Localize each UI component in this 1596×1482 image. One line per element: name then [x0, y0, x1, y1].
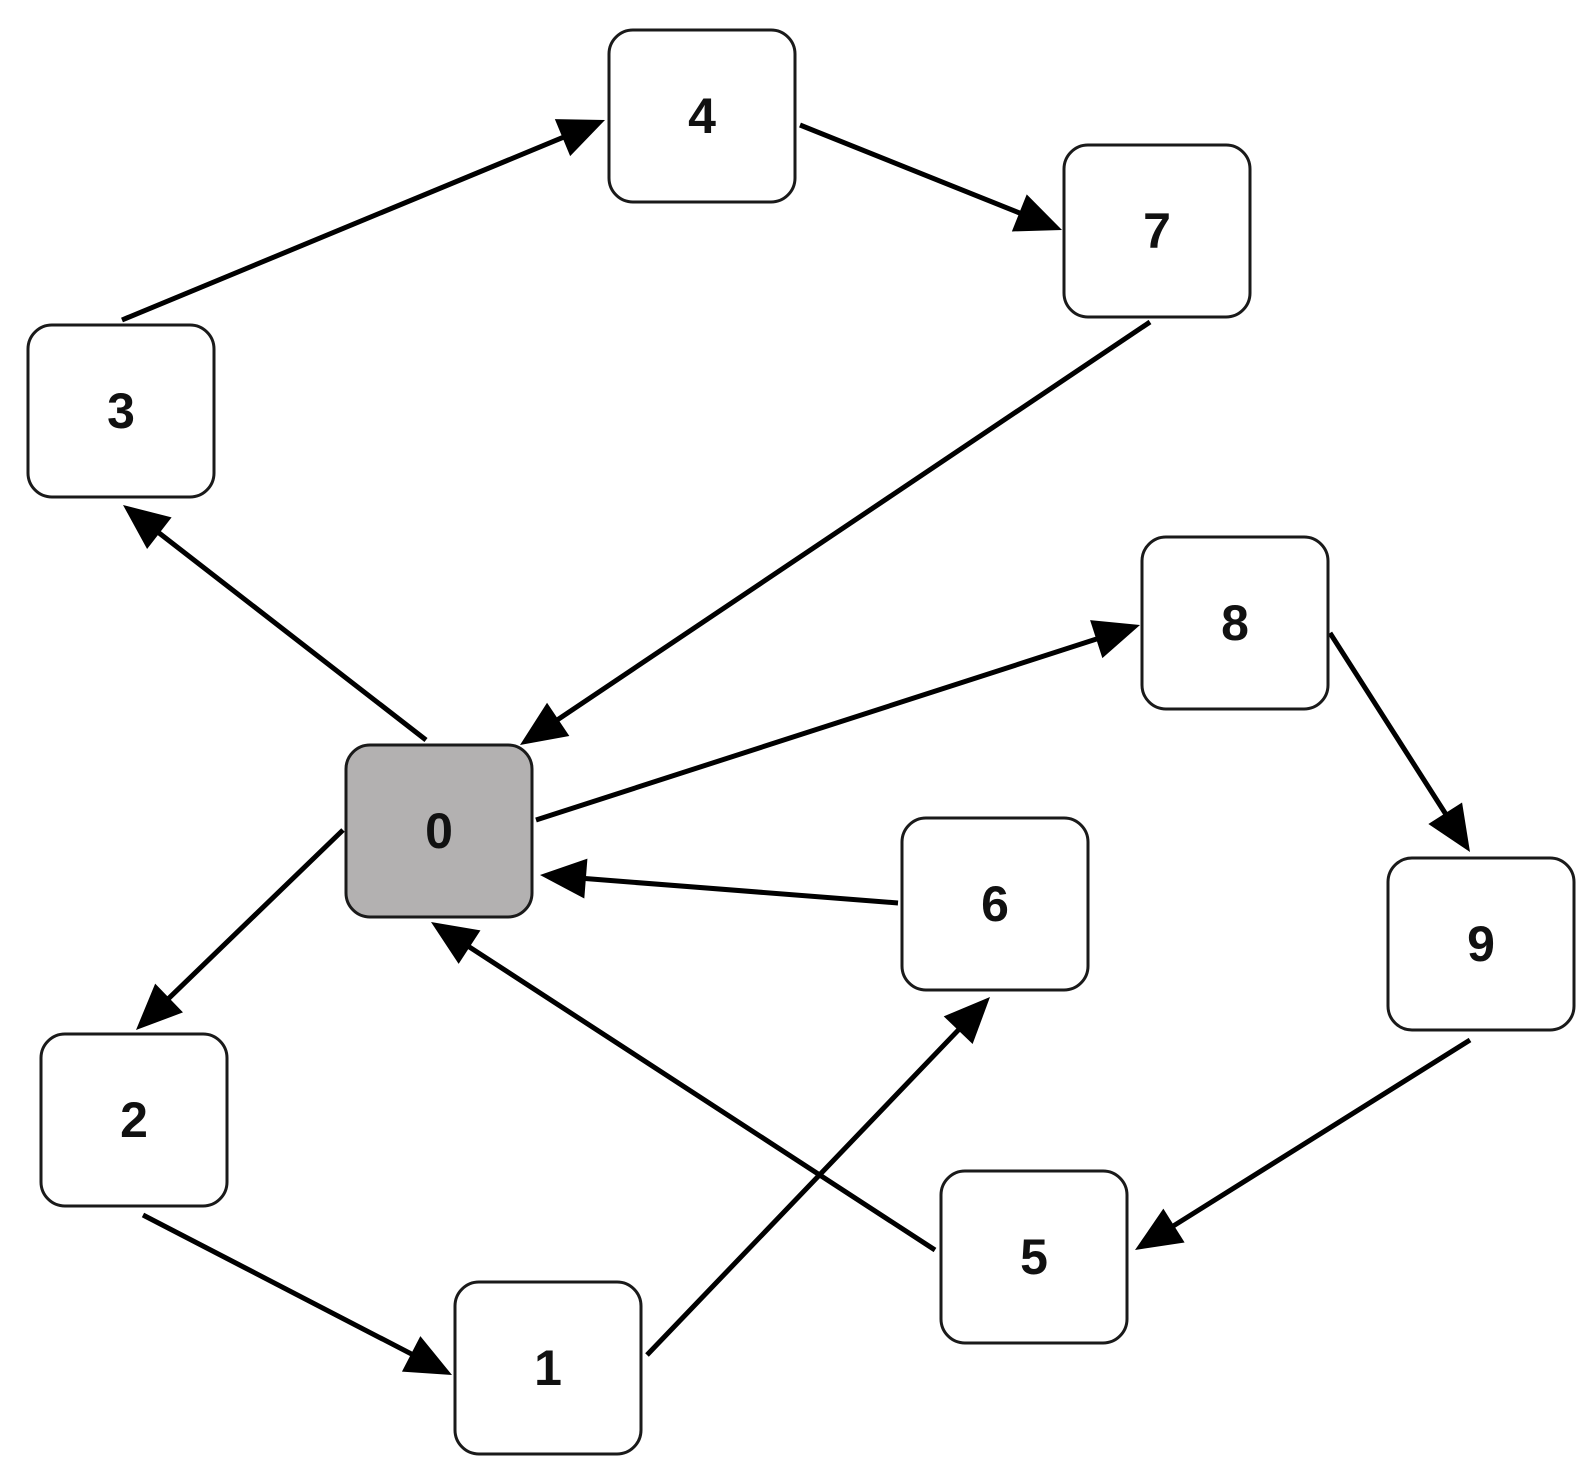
- node-9: 9: [1386, 856, 1576, 1032]
- arrowhead-icon: [136, 983, 183, 1030]
- node-1: 1: [453, 1280, 643, 1456]
- edge-5-0: [431, 922, 937, 1253]
- edge-line: [799, 122, 1024, 217]
- node-7: 7: [1062, 143, 1252, 319]
- edge-line: [464, 942, 937, 1253]
- node-label: 3: [107, 383, 135, 439]
- node-box: [39, 1032, 229, 1208]
- node-label: 0: [425, 803, 453, 859]
- node-box: [453, 1280, 643, 1456]
- node-box: [1062, 143, 1252, 319]
- node-box: [900, 816, 1090, 992]
- node-label: 4: [688, 88, 716, 144]
- node-label: 7: [1143, 203, 1171, 259]
- arrowhead-icon: [540, 858, 588, 899]
- edge-line: [1169, 1037, 1472, 1230]
- arrowhead-icon: [520, 702, 570, 745]
- edge-4-7: [799, 122, 1062, 232]
- node-box: [26, 323, 216, 499]
- node-label: 9: [1467, 916, 1495, 972]
- edge-line: [121, 133, 568, 323]
- edge-line: [553, 319, 1152, 724]
- node-label: 8: [1221, 595, 1249, 651]
- edge-0-3: [123, 505, 428, 742]
- node-3: 3: [26, 323, 216, 499]
- edge-2-1: [141, 1212, 452, 1375]
- node-6: 6: [900, 816, 1090, 992]
- node-box: [1386, 856, 1576, 1032]
- edge-0-8: [535, 620, 1140, 823]
- node-box: [1140, 535, 1330, 711]
- edge-7-0: [520, 319, 1152, 745]
- edge-9-5: [1135, 1037, 1472, 1250]
- node-box: [939, 1169, 1129, 1345]
- arrowhead-icon: [1011, 194, 1062, 232]
- edge-line: [154, 528, 428, 742]
- node-8: 8: [1140, 535, 1330, 711]
- arrowhead-icon: [123, 505, 172, 549]
- node-box: [344, 743, 534, 919]
- edge-line: [645, 1025, 963, 1357]
- node-box: [607, 28, 797, 204]
- node-4: 4: [607, 28, 797, 204]
- arrowhead-icon: [1428, 802, 1470, 852]
- node-0: 0: [344, 743, 534, 919]
- arrowhead-icon: [1090, 620, 1140, 659]
- edge-line: [164, 828, 345, 1003]
- edge-1-6: [645, 997, 990, 1357]
- arrowhead-icon: [431, 922, 481, 964]
- node-label: 2: [120, 1092, 148, 1148]
- node-label: 5: [1020, 1229, 1048, 1285]
- node-label: 1: [534, 1340, 562, 1396]
- edge-8-9: [1327, 631, 1470, 852]
- arrowhead-icon: [401, 1336, 452, 1375]
- nodes-layer: 0 1 2 3 4 5 6 7 8 9: [26, 28, 1576, 1456]
- arrowhead-icon: [1135, 1208, 1185, 1250]
- node-label: 6: [981, 876, 1009, 932]
- edges-layer: [121, 119, 1472, 1375]
- arrowhead-icon: [943, 997, 990, 1045]
- edge-line: [581, 875, 899, 906]
- arrowhead-icon: [554, 119, 605, 157]
- edge-line: [141, 1212, 416, 1358]
- edge-3-4: [121, 119, 605, 323]
- edge-0-2: [136, 828, 345, 1030]
- edge-line: [1327, 631, 1450, 818]
- node-5: 5: [939, 1169, 1129, 1345]
- edge-6-0: [540, 858, 899, 906]
- node-2: 2: [39, 1032, 229, 1208]
- edge-line: [535, 635, 1101, 823]
